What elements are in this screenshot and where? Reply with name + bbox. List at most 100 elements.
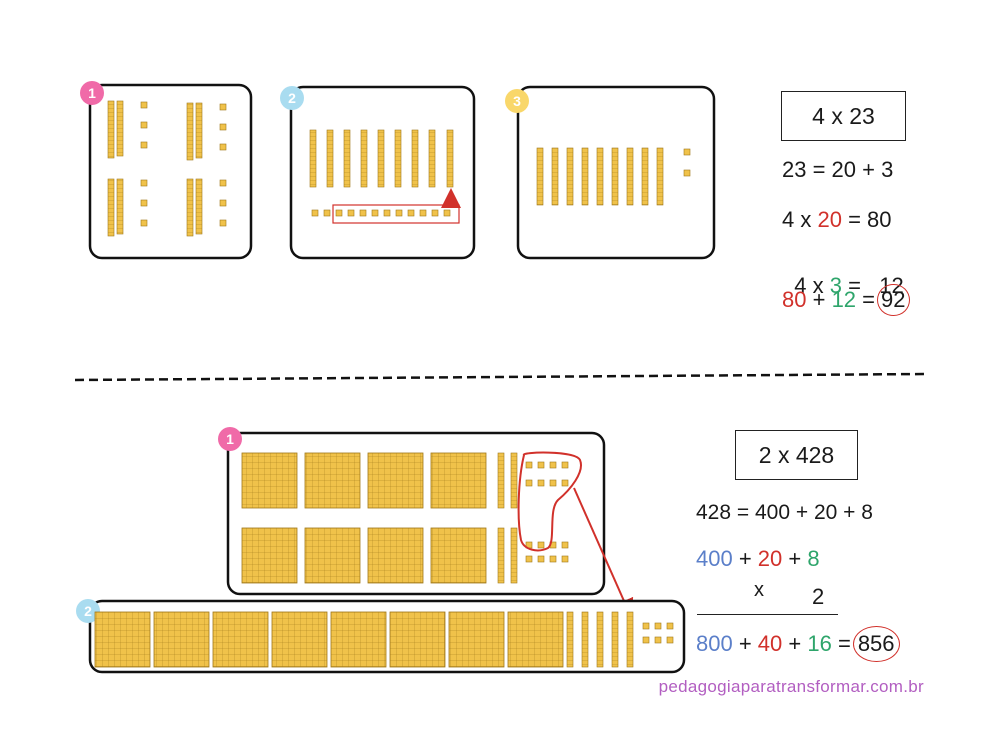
p1-badge-2-label: 2 (288, 90, 296, 106)
hundred-flat (507, 611, 564, 668)
ten-rod (611, 611, 619, 668)
ten-rod (116, 178, 124, 235)
unit-cube (549, 479, 557, 487)
ten-rod (107, 178, 115, 237)
unit-cube (549, 555, 557, 563)
unit-cube (525, 461, 533, 469)
hundred-flat (430, 452, 487, 509)
hundred-flat (241, 452, 298, 509)
unit-cube (537, 555, 545, 563)
sum1-b: 12 (831, 287, 857, 312)
ten-rod (394, 129, 402, 188)
ten-rod (611, 147, 619, 206)
ten-rod (343, 129, 351, 188)
problem1-decompose: 23 = 20 + 3 (782, 157, 894, 182)
ten-rod (428, 129, 436, 188)
problem2-decompose: 428 = 400 + 20 + 8 (696, 501, 873, 524)
unit-cube (525, 479, 533, 487)
p2-badge-1-label: 1 (226, 431, 234, 447)
problem1-title: 4 x 23 (812, 103, 875, 129)
ten-rod (411, 129, 419, 188)
unit-cube (683, 169, 691, 177)
unit-cube (219, 199, 227, 207)
ten-rod (186, 102, 194, 161)
step-1-a: 4 x (782, 207, 818, 232)
unit-cube (666, 622, 674, 630)
sum2-c: 16 (807, 631, 832, 656)
problem2-rule-line (697, 614, 838, 615)
problem2-title-box: 2 x 428 (735, 430, 858, 480)
sum1-plus: + (806, 287, 832, 312)
ten-rod (536, 147, 544, 206)
factor-b: 20 (757, 546, 783, 571)
hundred-flat (304, 452, 361, 509)
ten-rod (497, 452, 505, 509)
unit-cube (359, 209, 367, 217)
p2-badge-1 (218, 427, 242, 451)
sum1-a: 80 (782, 287, 807, 312)
unit-cube (407, 209, 415, 217)
unit-cube (549, 461, 557, 469)
ten-rod (596, 147, 604, 206)
unit-cube (323, 209, 331, 217)
problem2-sum: 800 + 40 + 16 =856 (696, 626, 900, 662)
hundred-flat (241, 527, 298, 584)
sum1-result: 92 (877, 284, 910, 316)
hundred-flat (304, 527, 361, 584)
unit-cube (642, 622, 650, 630)
ten-rod (596, 611, 604, 668)
ten-rod (566, 147, 574, 206)
unit-cube (561, 479, 569, 487)
sum2-b: 40 (757, 631, 783, 656)
regroup-highlight-outline (517, 451, 582, 552)
unit-cube (140, 199, 148, 207)
p2-badge-2 (76, 599, 100, 623)
hundred-flat (448, 611, 505, 668)
problem2-factors: 400 + 20 + 8 (696, 546, 820, 572)
unit-cube (371, 209, 379, 217)
problem1-step-1: 4 x 20 = 80 (782, 207, 892, 233)
hundred-flat (389, 611, 446, 668)
ten-rod (360, 129, 368, 188)
step-1-c: = 80 (841, 207, 892, 232)
ten-rod (566, 611, 574, 668)
units-group-highlight (332, 204, 460, 224)
p1-badge-2 (280, 86, 304, 110)
p1-panel-1 (88, 83, 253, 260)
section-divider (74, 372, 926, 382)
converted-ten-rod (446, 129, 454, 188)
hundred-flat (94, 611, 151, 668)
ten-rod (309, 129, 317, 188)
watermark-url: pedagogiaparatransformar.com.br (658, 677, 924, 696)
hundred-flat (367, 452, 424, 509)
factor-plus-2: + (782, 546, 808, 571)
ten-rod (581, 147, 589, 206)
step-2-b: 3 (829, 273, 842, 298)
problem1-sum: 80 + 12 =92 (782, 284, 910, 316)
unit-cube (335, 209, 343, 217)
step-1-b: 20 (817, 207, 842, 232)
ten-rod (195, 102, 203, 159)
p1-badge-3 (505, 89, 529, 113)
hundred-flat (271, 611, 328, 668)
ten-rod (656, 147, 664, 206)
hundred-flat (430, 527, 487, 584)
unit-cube (311, 209, 319, 217)
problem2-multiply-sign: x (754, 579, 764, 601)
unit-cube (140, 141, 148, 149)
ten-rod (116, 100, 124, 157)
unit-cube (537, 541, 545, 549)
unit-cube (140, 219, 148, 227)
problem2-title: 2 x 428 (758, 442, 835, 468)
ten-rod (497, 527, 505, 584)
p1-badge-3-label: 3 (513, 93, 521, 109)
unit-cube (219, 179, 227, 187)
unit-cube (666, 636, 674, 644)
ten-rod (107, 100, 115, 159)
unit-cube (219, 103, 227, 111)
ten-rod (377, 129, 385, 188)
hundred-flat (153, 611, 210, 668)
unit-cube (537, 479, 545, 487)
ten-rod (510, 452, 518, 509)
